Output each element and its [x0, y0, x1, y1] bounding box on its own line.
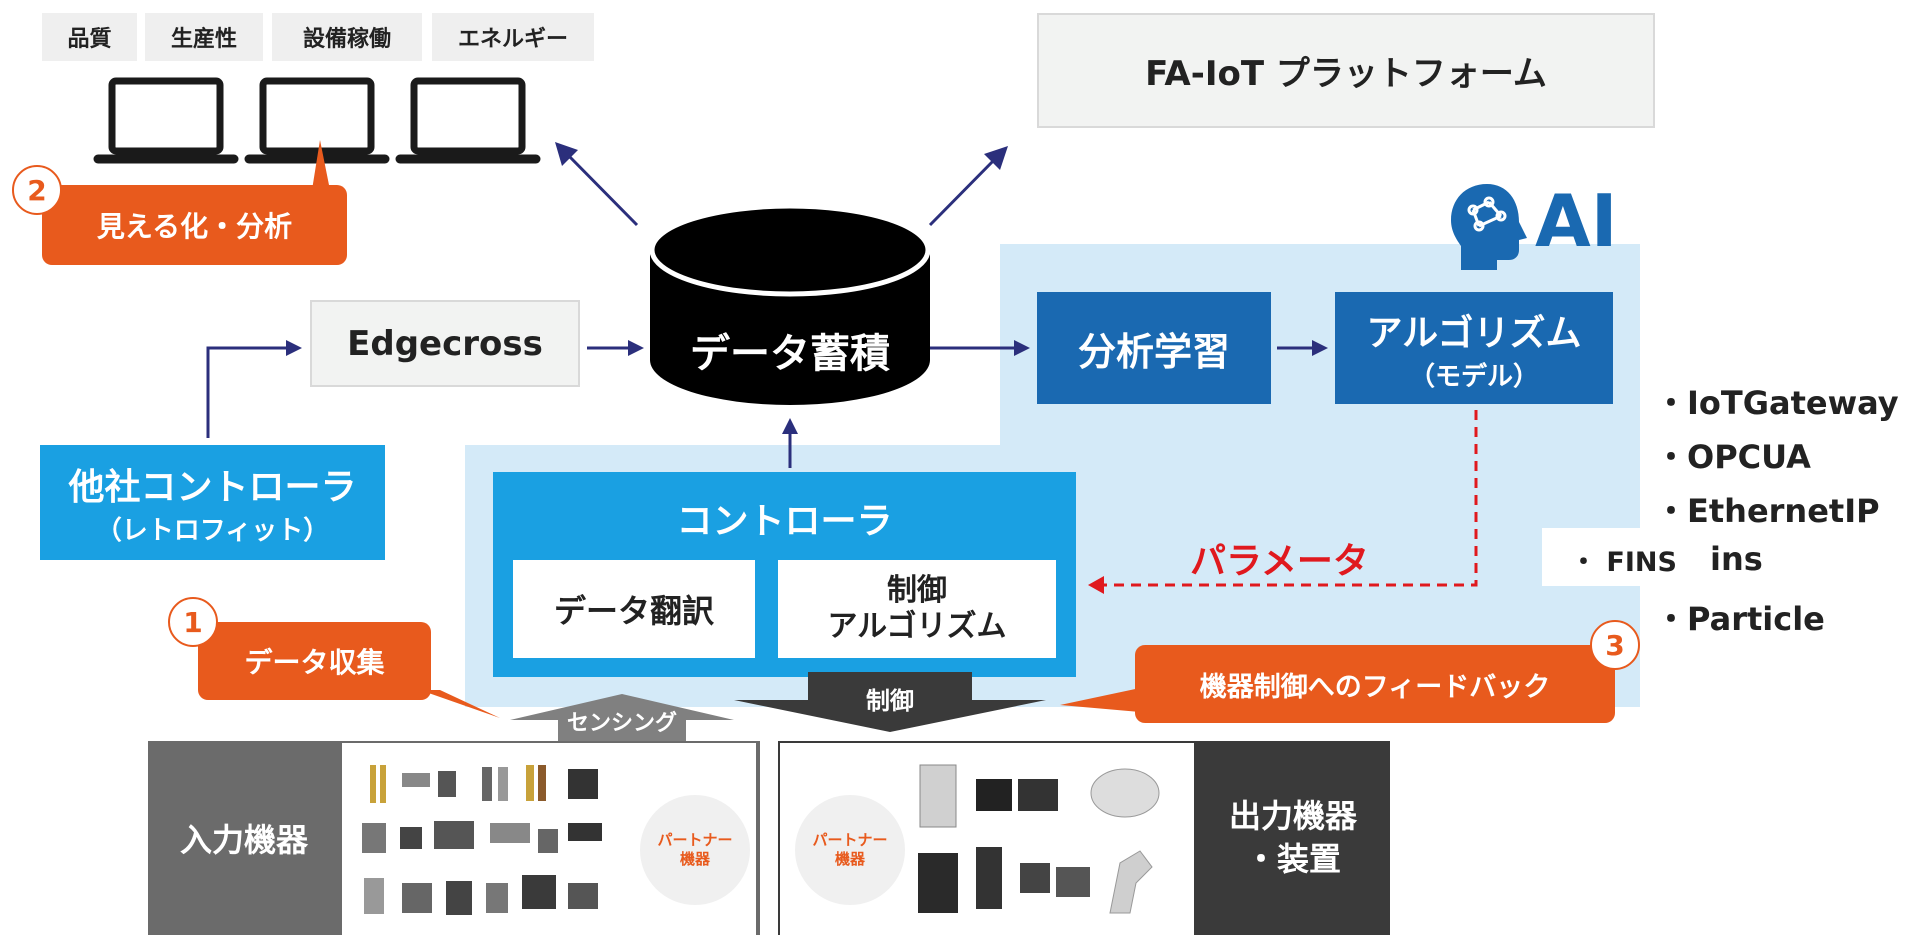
tab-energy: エネルギー: [432, 13, 594, 61]
protocol-opcua: ・OPCUA: [1655, 438, 1811, 476]
control-label: 制御: [866, 687, 914, 715]
controller-title: コントローラ: [676, 501, 893, 542]
sensing-label: センシング: [566, 711, 677, 736]
output-partner-devices: パートナー 機器: [795, 795, 905, 905]
protocol-fins-suffix: ins: [1710, 540, 1763, 578]
analysis-box: 分析学習: [1037, 292, 1271, 404]
output-devices-line2: ・装置: [1244, 840, 1341, 878]
arrow-to-platform: [928, 155, 999, 227]
laptop-icon: [395, 77, 541, 164]
algorithm-title: アルゴリズム: [1366, 312, 1582, 354]
input-devices-label: 入力機器: [179, 821, 308, 859]
third-party-sub: （レトロフィット）: [95, 516, 330, 546]
third-party-title: 他社コントローラ: [68, 467, 357, 508]
platform-box: FA-IoT プラットフォーム: [1037, 13, 1655, 128]
algorithm-sub: （モデル）: [1408, 361, 1539, 392]
feedback-callout-tail: [1060, 688, 1140, 712]
visualization-callout: 見える化・分析: [42, 185, 347, 265]
arrow-thirdparty-to-edgecross: [206, 346, 290, 438]
feedback-callout: 機器制御へのフィードバック: [1135, 645, 1615, 723]
tab-productivity: 生産性: [145, 13, 263, 61]
control-arrow: [734, 672, 1046, 732]
protocol-ethernetip: ・EthernetIP: [1655, 492, 1880, 530]
control-algorithm-line1: 制御: [887, 573, 947, 608]
controller-box: コントローラ データ翻訳 制御 アルゴリズム: [493, 472, 1076, 677]
data-collection-callout: データ収集: [198, 622, 431, 700]
protocol-fins-label: ・ FINS: [1570, 547, 1677, 578]
protocol-particle: ・Particle: [1655, 600, 1825, 638]
output-partner-line2: 機器: [834, 850, 865, 868]
input-partner-devices: パートナー 機器: [640, 795, 750, 905]
input-partner-line2: 機器: [679, 850, 710, 868]
control-algorithm-line2: アルゴリズム: [827, 609, 1007, 644]
protocol-fins-overlay: ・ FINS: [1542, 528, 1682, 586]
parameter-dashed-line: [1102, 410, 1478, 587]
sensing-arrow: [510, 694, 734, 741]
output-devices-label: 出力機器 ・装置: [1196, 741, 1390, 935]
output-device-thumbnails: [918, 764, 1160, 914]
input-device-thumbnails: [362, 765, 602, 915]
visualization-badge: 2: [12, 165, 62, 215]
control-algorithm-box: 制御 アルゴリズム: [778, 560, 1056, 658]
tab-quality: 品質: [42, 13, 137, 61]
data-collection-callout-tail: [420, 690, 500, 718]
algorithm-box: アルゴリズム （モデル）: [1335, 292, 1613, 404]
tab-equipment-operation: 設備稼働: [272, 13, 422, 61]
feedback-badge: 3: [1590, 620, 1640, 670]
output-devices-line1: 出力機器: [1228, 796, 1357, 835]
parameter-label: パラメータ: [1190, 541, 1369, 582]
storage-label: データ蓄積: [690, 331, 890, 377]
data-translation-box: データ翻訳: [513, 560, 755, 658]
database-cylinder-icon: [650, 203, 930, 405]
input-partner-line1: パートナー: [657, 830, 733, 849]
laptop-icon: [93, 77, 239, 164]
brain-head-icon: [1451, 184, 1527, 270]
ai-label: AI: [1535, 179, 1618, 263]
third-party-controller-box: 他社コントローラ （レトロフィット）: [40, 445, 385, 560]
data-collection-badge: 1: [168, 597, 218, 647]
edgecross-box: Edgecross: [310, 300, 580, 387]
output-partner-line1: パートナー: [812, 830, 888, 849]
arrow-to-laptops: [563, 150, 639, 227]
laptop-icons: [93, 77, 541, 164]
protocol-iotgateway: ・IoTGateway: [1655, 384, 1899, 422]
